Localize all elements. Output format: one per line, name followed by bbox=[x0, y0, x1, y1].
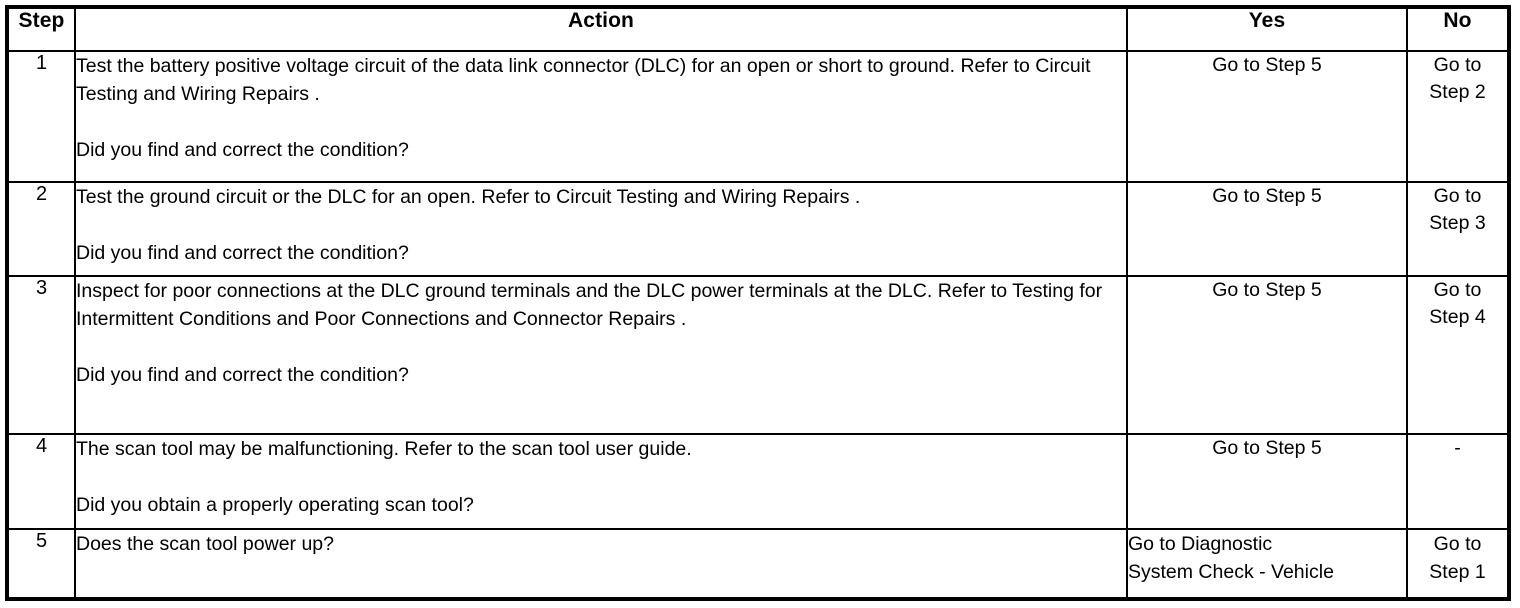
no-answer: - bbox=[1406, 433, 1510, 530]
no-answer-line2: Step 3 bbox=[1429, 212, 1486, 234]
table-row: 1 Test the battery positive voltage circ… bbox=[6, 50, 1510, 183]
action-paragraph-primary: Does the scan tool power up? bbox=[76, 533, 334, 555]
step-number: 3 bbox=[6, 275, 76, 435]
action-paragraph-primary: Test the battery positive voltage circui… bbox=[76, 55, 1091, 105]
yes-answer: Go to Step 5 bbox=[1126, 50, 1408, 183]
action-paragraph-primary: Test the ground circuit or the DLC for a… bbox=[76, 186, 861, 208]
diagnostic-table-container: Step Action Yes No 1 Test the battery po… bbox=[5, 5, 1511, 601]
table-row: 4 The scan tool may be malfunctioning. R… bbox=[6, 433, 1510, 530]
yes-answer-line1: Go to Diagnostic bbox=[1128, 533, 1273, 555]
yes-answer: Go to Step 5 bbox=[1126, 433, 1408, 530]
action-paragraph-primary: The scan tool may be malfunctioning. Ref… bbox=[76, 438, 692, 460]
no-answer: Go to Step 2 bbox=[1406, 50, 1510, 183]
diagnostic-step-table: Step Action Yes No 1 Test the battery po… bbox=[5, 5, 1511, 601]
no-answer: Go to Step 4 bbox=[1406, 275, 1510, 435]
yes-answer: Go to Step 5 bbox=[1126, 275, 1408, 435]
column-header-action: Action bbox=[74, 6, 1128, 52]
no-answer-line1: Go to bbox=[1433, 533, 1482, 555]
action-paragraph-question: Did you find and correct the condition? bbox=[76, 364, 409, 386]
table-row: 2 Test the ground circuit or the DLC for… bbox=[6, 181, 1510, 277]
table-row: 3 Inspect for poor connections at the DL… bbox=[6, 275, 1510, 435]
action-paragraph-question: Did you find and correct the condition? bbox=[76, 139, 409, 161]
column-header-yes: Yes bbox=[1126, 6, 1408, 52]
column-header-no: No bbox=[1406, 6, 1510, 52]
no-answer: Go to Step 3 bbox=[1406, 181, 1510, 277]
action-text: Inspect for poor connections at the DLC … bbox=[74, 275, 1128, 435]
no-answer-line2: Step 1 bbox=[1429, 561, 1486, 583]
step-number: 1 bbox=[6, 50, 76, 183]
no-answer-line1: Go to bbox=[1433, 185, 1482, 207]
step-number: 5 bbox=[6, 528, 76, 600]
yes-answer: Go to Step 5 bbox=[1126, 181, 1408, 277]
no-answer-line2: Step 4 bbox=[1429, 306, 1486, 328]
action-text: Does the scan tool power up? bbox=[74, 528, 1128, 600]
yes-answer-line2: System Check - Vehicle bbox=[1128, 561, 1334, 583]
no-answer-line1: Go to bbox=[1433, 54, 1482, 76]
table-header-row: Step Action Yes No bbox=[6, 6, 1510, 52]
action-paragraph-question: Did you find and correct the condition? bbox=[76, 242, 409, 264]
action-text: The scan tool may be malfunctioning. Ref… bbox=[74, 433, 1128, 530]
no-answer-line1: Go to bbox=[1433, 279, 1482, 301]
no-answer-line2: Step 2 bbox=[1429, 81, 1486, 103]
step-number: 2 bbox=[6, 181, 76, 277]
no-answer: Go to Step 1 bbox=[1406, 528, 1510, 600]
action-text: Test the ground circuit or the DLC for a… bbox=[74, 181, 1128, 277]
table-row: 5 Does the scan tool power up? Go to Dia… bbox=[6, 528, 1510, 600]
step-number: 4 bbox=[6, 433, 76, 530]
column-header-step: Step bbox=[6, 6, 76, 52]
yes-answer: Go to Diagnostic System Check - Vehicle bbox=[1126, 528, 1408, 600]
action-paragraph-question: Did you obtain a properly operating scan… bbox=[76, 494, 474, 516]
action-paragraph-primary: Inspect for poor connections at the DLC … bbox=[76, 280, 1103, 330]
action-text: Test the battery positive voltage circui… bbox=[74, 50, 1128, 183]
